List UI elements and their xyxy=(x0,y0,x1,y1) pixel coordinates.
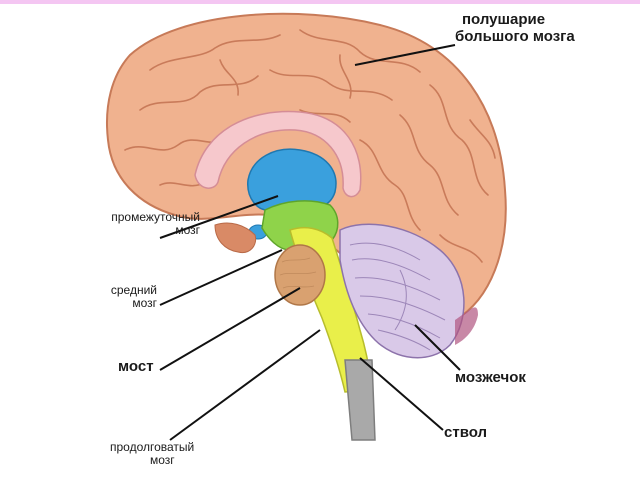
label-medulla-line1: продолговатый xyxy=(110,440,195,454)
corpus-callosum xyxy=(194,110,362,198)
pons-texture xyxy=(279,257,317,289)
label-hemisphere-line2: большого мозга xyxy=(455,27,575,45)
cerebellum xyxy=(339,223,465,359)
label-diencephalon-line1: промежуточный xyxy=(111,210,200,224)
pointer-midbrain xyxy=(159,249,283,306)
label-diencephalon: промежуточный мозг xyxy=(111,210,200,238)
label-medulla: продолговатый мозг xyxy=(110,440,195,468)
label-diencephalon-line2: мозг xyxy=(175,223,200,238)
pointer-cerebellum xyxy=(414,324,461,371)
label-hemisphere-line1: полушарие xyxy=(462,11,546,28)
orbital-region xyxy=(214,222,257,254)
pointer-diencephalon xyxy=(159,195,279,239)
pons xyxy=(274,244,326,306)
pointer-pons xyxy=(159,287,301,371)
label-cerebellum: мозжечок xyxy=(455,369,526,386)
pointer-hemisphere xyxy=(354,44,456,66)
label-pons: мост xyxy=(118,358,154,375)
pointer-medulla xyxy=(169,329,321,441)
label-brainstem: ствол xyxy=(444,424,488,441)
label-midbrain-line1: средний xyxy=(110,283,157,297)
occipital-edge xyxy=(455,307,478,345)
pointer-brainstem xyxy=(359,357,444,431)
gyri-pattern xyxy=(124,29,496,276)
label-hemisphere: полушарие большого мозга xyxy=(455,11,575,45)
label-medulla-line2: мозг xyxy=(150,453,175,468)
cerebellum-folia xyxy=(349,242,446,351)
label-midbrain-line2: мозг xyxy=(132,296,157,311)
top-border xyxy=(0,0,640,4)
spinal-cord xyxy=(344,359,376,441)
label-midbrain: средний мозг xyxy=(110,283,157,311)
pointer-lines xyxy=(159,44,461,441)
